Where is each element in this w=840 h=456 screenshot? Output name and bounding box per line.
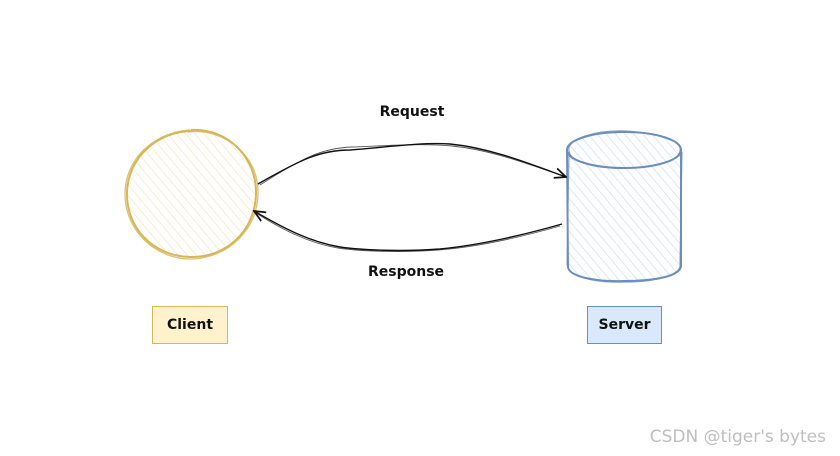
response-edge bbox=[254, 211, 563, 252]
client-label: Client bbox=[152, 306, 228, 344]
watermark-text: CSDN @tiger's bytes bbox=[649, 427, 826, 447]
response-arrow bbox=[254, 211, 563, 252]
request-label: Request bbox=[379, 104, 445, 120]
client-circle-fill bbox=[127, 129, 255, 257]
server-cylinder-fill bbox=[567, 132, 681, 282]
response-label: Response bbox=[367, 264, 445, 280]
client-node bbox=[124, 128, 259, 260]
server-cylinder-body-2 bbox=[566, 151, 683, 283]
request-arrow-sketch bbox=[259, 144, 565, 186]
server-label: Server bbox=[587, 306, 662, 344]
response-arrow-sketch bbox=[255, 212, 561, 252]
request-edge bbox=[257, 142, 566, 186]
request-arrow bbox=[257, 142, 566, 185]
server-cylinder-top-2 bbox=[568, 130, 681, 169]
client-circle-outline-2 bbox=[124, 129, 259, 260]
server-node bbox=[565, 130, 683, 283]
client-circle-outline bbox=[125, 128, 258, 259]
